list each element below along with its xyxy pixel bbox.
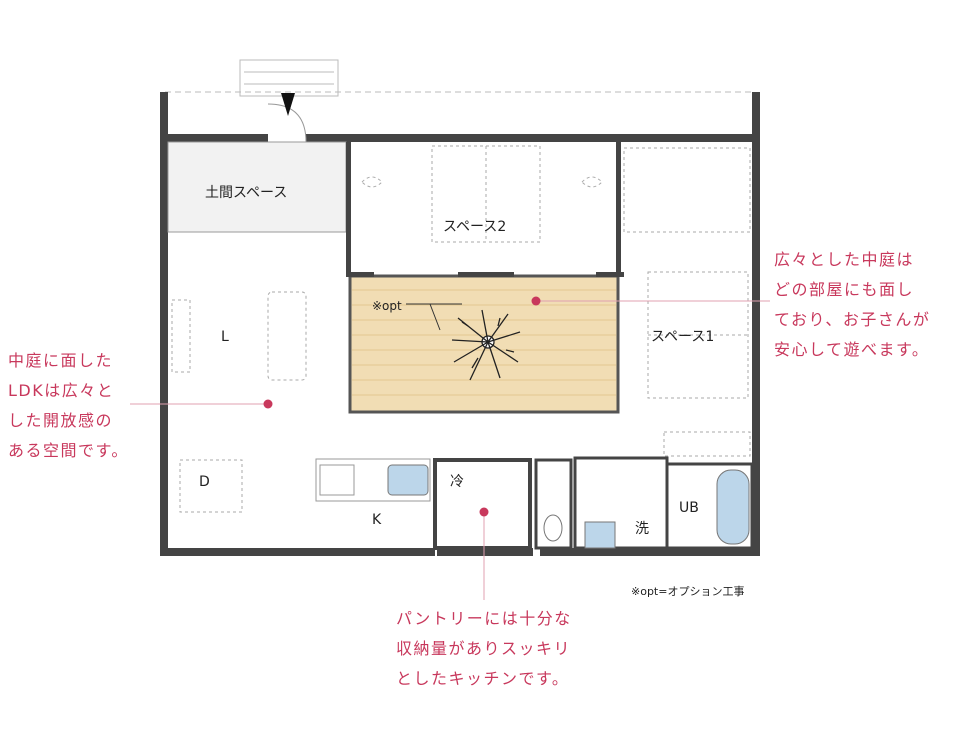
entry-door <box>267 93 307 143</box>
entry-porch <box>239 59 339 97</box>
bathroom <box>665 462 754 550</box>
room-kitchen-label: K <box>372 512 382 528</box>
pantry <box>433 458 532 550</box>
partition-space2 <box>616 142 621 272</box>
callout-leaders <box>130 300 770 600</box>
sink <box>387 464 429 496</box>
washroom <box>573 456 669 550</box>
space2-furniture <box>361 145 603 243</box>
room-washroom-label: 洗 <box>635 521 649 537</box>
space1-furniture <box>623 147 751 457</box>
room-fridge-label: 冷 <box>450 474 464 490</box>
courtyard <box>348 274 620 414</box>
room-space1-label: スペース1 <box>651 329 714 345</box>
callout-courtyard: 広々とした中庭は どの部屋にも面し ており、お子さんが 安心して遊べます。 <box>774 250 931 359</box>
courtyard-opt-label: ※opt <box>372 299 402 313</box>
living-furniture <box>171 291 307 513</box>
pantry-marker-dot <box>479 507 489 517</box>
toilet <box>534 458 573 550</box>
room-space2-label: スペース2 <box>443 219 506 235</box>
room-living-label: L <box>221 329 229 345</box>
doma-floor <box>167 141 347 233</box>
exterior-walls <box>160 92 760 556</box>
courtyard-marker-dot <box>531 296 541 306</box>
callout-dots <box>263 296 541 517</box>
entrance-arrow-icon <box>281 93 295 116</box>
room-ub-label: UB <box>679 500 699 516</box>
tree-icon <box>451 309 521 381</box>
room-doma-label: 土間スペース <box>205 185 287 201</box>
callout-pantry: パントリーには十分な 収納量がありスッキリ としたキッチンです。 <box>396 609 572 688</box>
courtyard-window-frames <box>346 272 624 277</box>
room-dining-label: D <box>199 474 210 490</box>
partition-doma <box>346 142 351 276</box>
ldk-marker-dot <box>263 399 273 409</box>
callout-ldk: 中庭に面した LDKは広々と した開放感の ある空間です。 <box>8 351 129 460</box>
opt-footnote: ※opt=オプション工事 <box>631 585 745 598</box>
kitchen-counter <box>315 458 431 502</box>
bathtub <box>716 469 750 545</box>
